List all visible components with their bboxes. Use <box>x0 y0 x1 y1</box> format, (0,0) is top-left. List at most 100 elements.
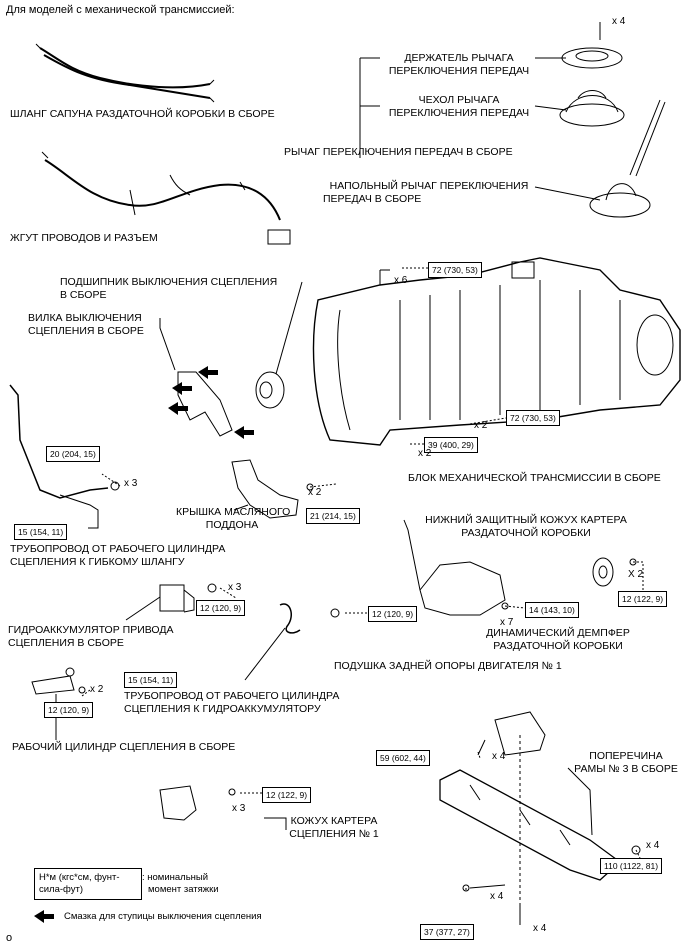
qty-label: x 4 <box>533 923 547 934</box>
torque-legend-desc-line1: : номинальный <box>142 872 209 883</box>
label-tube-flex-line1: ТРУБОПРОВОД ОТ РАБОЧЕГО ЦИЛИНДРА <box>10 543 226 555</box>
label-wire-harness: ЖГУТ ПРОВОДОВ И РАЗЪЕМ <box>10 232 158 244</box>
label-oil-pan-cover-line1: КРЫШКА МАСЛЯНОГО <box>176 506 291 518</box>
label-lower-guard: НИЖНИЙ ЗАЩИТНЫЙ КОЖУХ КАРТЕРА РАЗДАТОЧНО… <box>420 514 632 540</box>
accumulator-drawing <box>125 583 217 621</box>
qty-label: x 3 <box>228 582 242 593</box>
torque-box: 15 (154, 11) <box>124 672 178 688</box>
qty-label: x 3 <box>232 803 246 814</box>
torque-box: 12 (120, 9) <box>368 606 418 622</box>
torque-box: 20 (204, 15) <box>46 446 100 462</box>
label-tube-flex-line2: СЦЕПЛЕНИЯ К ГИБКОМУ ШЛАНГУ <box>10 556 185 568</box>
label-release-bearing-line2: В СБОРЕ <box>60 289 107 301</box>
torque-box: 39 (400, 29) <box>424 437 478 453</box>
label-damper: ДИНАМИЧЕСКИЙ ДЕМПФЕР РАЗДАТОЧНОЙ КОРОБКИ <box>478 627 638 653</box>
label-shift-retainer-line2: ПЕРЕКЛЮЧЕНИЯ ПЕРЕДАЧ <box>388 65 530 77</box>
label-lower-guard-line1: НИЖНИЙ ЗАЩИТНЫЙ КОЖУХ КАРТЕРА <box>425 514 627 526</box>
label-floor-lever-line1: НАПОЛЬНЫЙ РЫЧАГ ПЕРЕКЛЮЧЕНИЯ <box>329 180 529 192</box>
label-shift-boot: ЧЕХОЛ РЫЧАГА ПЕРЕКЛЮЧЕНИЯ ПЕРЕДАЧ <box>382 94 536 120</box>
label-oil-pan-cover-line2: ПОДДОНА <box>205 519 259 531</box>
label-shift-retainer-line1: ДЕРЖАТЕЛЬ РЫЧАГА <box>404 52 514 64</box>
torque-legend-box: Н*м (кгс*см, фунт- сила-фут) <box>34 868 142 900</box>
torque-box: 12 (122, 9) <box>262 787 312 803</box>
label-rear-mount: ПОДУШКА ЗАДНЕЙ ОПОРЫ ДВИГАТЕЛЯ № 1 <box>334 660 562 672</box>
torque-box: 12 (122, 9) <box>618 591 668 607</box>
tube-flex-drawing <box>9 384 120 529</box>
torque-box: 14 (143, 10) <box>525 602 579 618</box>
qty-label: x 2 <box>90 684 104 695</box>
torque-box: 12 (120, 9) <box>196 600 246 616</box>
label-lower-guard-line2: РАЗДАТОЧНОЙ КОРОБКИ <box>461 527 591 539</box>
torque-legend-line1: Н*м (кгс*см, фунт- <box>39 872 120 883</box>
corner-mark: o <box>6 932 13 944</box>
label-housing-cover-line2: СЦЕПЛЕНИЯ № 1 <box>289 828 379 840</box>
tube-accumulator-drawing <box>244 603 340 681</box>
torque-box: 12 (120, 9) <box>44 702 94 718</box>
qty-label: x 3 <box>124 478 138 489</box>
torque-legend-desc-line2: момент затяжки <box>148 884 219 895</box>
label-release-fork-line2: СЦЕПЛЕНИЯ В СБОРЕ <box>28 325 144 337</box>
torque-legend-description: : номинальный момент затяжки <box>142 872 219 896</box>
label-oil-pan-cover: КРЫШКА МАСЛЯНОГО ПОДДОНА <box>176 506 291 532</box>
label-accumulator-line1: ГИДРОАККУМУЛЯТОР ПРИВОДА <box>8 624 174 636</box>
release-fork-drawing <box>159 318 233 437</box>
label-accumulator-line2: СЦЕПЛЕНИЯ В СБОРЕ <box>8 637 124 649</box>
label-release-bearing: ПОДШИПНИК ВЫКЛЮЧЕНИЯ СЦЕПЛЕНИЯ В СБОРЕ <box>60 276 277 302</box>
torque-box: 37 (377, 27) <box>420 924 474 940</box>
qty-label: x 4 <box>490 891 504 902</box>
label-shift-lever: РЫЧАГ ПЕРЕКЛЮЧЕНИЯ ПЕРЕДАЧ В СБОРЕ <box>284 146 513 158</box>
qty-label: x 4 <box>492 751 506 762</box>
label-floor-lever: НАПОЛЬНЫЙ РЫЧАГ ПЕРЕКЛЮЧЕНИЯ ПЕРЕДАЧ В С… <box>323 180 535 206</box>
qty-label: X 2 <box>628 569 644 580</box>
qty-label: x 4 <box>612 16 626 27</box>
torque-box: 59 (602, 44) <box>376 750 430 766</box>
label-crossmember: ПОПЕРЕЧИНА РАМЫ № 3 В СБОРЕ <box>566 750 686 776</box>
label-breather-hose: ШЛАНГ САПУНА РАЗДАТОЧНОЙ КОРОБКИ В СБОРЕ <box>10 108 275 120</box>
crossmember-drawing <box>439 711 641 925</box>
label-shift-retainer: ДЕРЖАТЕЛЬ РЫЧАГА ПЕРЕКЛЮЧЕНИЯ ПЕРЕДАЧ <box>382 52 536 78</box>
label-housing-cover-line1: КОЖУХ КАРТЕРА <box>290 815 378 827</box>
label-damper-line2: РАЗДАТОЧНОЙ КОРОБКИ <box>493 640 623 652</box>
release-bearing-drawing <box>255 281 303 409</box>
grease-arrows <box>34 366 254 923</box>
label-shift-boot-line1: ЧЕХОЛ РЫЧАГА <box>418 94 500 106</box>
label-transmission-assy: БЛОК МЕХАНИЧЕСКОЙ ТРАНСМИССИИ В СБОРЕ <box>408 472 661 484</box>
oil-pan-cover-drawing <box>231 459 314 519</box>
torque-box: 15 (154, 11) <box>14 524 68 540</box>
housing-cover-drawing <box>159 785 287 830</box>
torque-box: 21 (214, 15) <box>306 508 360 524</box>
transmission-drawing <box>312 257 681 446</box>
torque-box: 72 (730, 53) <box>506 410 560 426</box>
qty-label: x 7 <box>500 617 514 628</box>
qty-label: x 4 <box>646 840 660 851</box>
label-crossmember-line1: ПОПЕРЕЧИНА <box>589 750 663 762</box>
label-floor-lever-line2: ПЕРЕДАЧ В СБОРЕ <box>323 193 422 205</box>
label-crossmember-line2: РАМЫ № 3 В СБОРЕ <box>574 763 678 775</box>
label-release-bearing-line1: ПОДШИПНИК ВЫКЛЮЧЕНИЯ СЦЕПЛЕНИЯ <box>60 276 278 288</box>
torque-box: 72 (730, 53) <box>428 262 482 278</box>
label-tube-accumulator-line1: ТРУБОПРОВОД ОТ РАБОЧЕГО ЦИЛИНДРА <box>124 690 340 702</box>
label-release-fork: ВИЛКА ВЫКЛЮЧЕНИЯ СЦЕПЛЕНИЯ В СБОРЕ <box>28 312 144 338</box>
label-damper-line1: ДИНАМИЧЕСКИЙ ДЕМПФЕР <box>486 627 630 639</box>
label-tube-accumulator: ТРУБОПРОВОД ОТ РАБОЧЕГО ЦИЛИНДРА СЦЕПЛЕН… <box>124 690 339 716</box>
grease-legend-note: Смазка для ступицы выключения сцепления <box>64 911 262 922</box>
label-release-cylinder: РАБОЧИЙ ЦИЛИНДР СЦЕПЛЕНИЯ В СБОРЕ <box>12 741 236 753</box>
label-release-fork-line1: ВИЛКА ВЫКЛЮЧЕНИЯ <box>28 312 142 324</box>
wire-harness-drawing <box>41 151 291 245</box>
shift-lever-drawing <box>559 22 666 218</box>
lower-guard-drawing <box>403 519 509 616</box>
qty-label: x 2 <box>418 448 432 459</box>
label-housing-cover: КОЖУХ КАРТЕРА СЦЕПЛЕНИЯ № 1 <box>286 815 382 841</box>
label-tube-accumulator-line2: СЦЕПЛЕНИЯ К ГИДРОАККУМУЛЯТОРУ <box>124 703 321 715</box>
label-accumulator: ГИДРОАККУМУЛЯТОР ПРИВОДА СЦЕПЛЕНИЯ В СБО… <box>8 624 173 650</box>
damper-drawing <box>592 557 637 587</box>
torque-legend-line2: сила-фут) <box>39 884 84 895</box>
page-heading: Для моделей с механической трансмиссией: <box>6 4 235 16</box>
torque-box: 110 (1122, 81) <box>600 858 663 874</box>
label-tube-flex: ТРУБОПРОВОД ОТ РАБОЧЕГО ЦИЛИНДРА СЦЕПЛЕН… <box>10 543 225 569</box>
qty-label: x 6 <box>394 275 408 286</box>
qty-label: x 2 <box>474 420 488 431</box>
breather-hose-drawing <box>35 43 215 103</box>
label-shift-boot-line2: ПЕРЕКЛЮЧЕНИЯ ПЕРЕДАЧ <box>388 107 530 119</box>
